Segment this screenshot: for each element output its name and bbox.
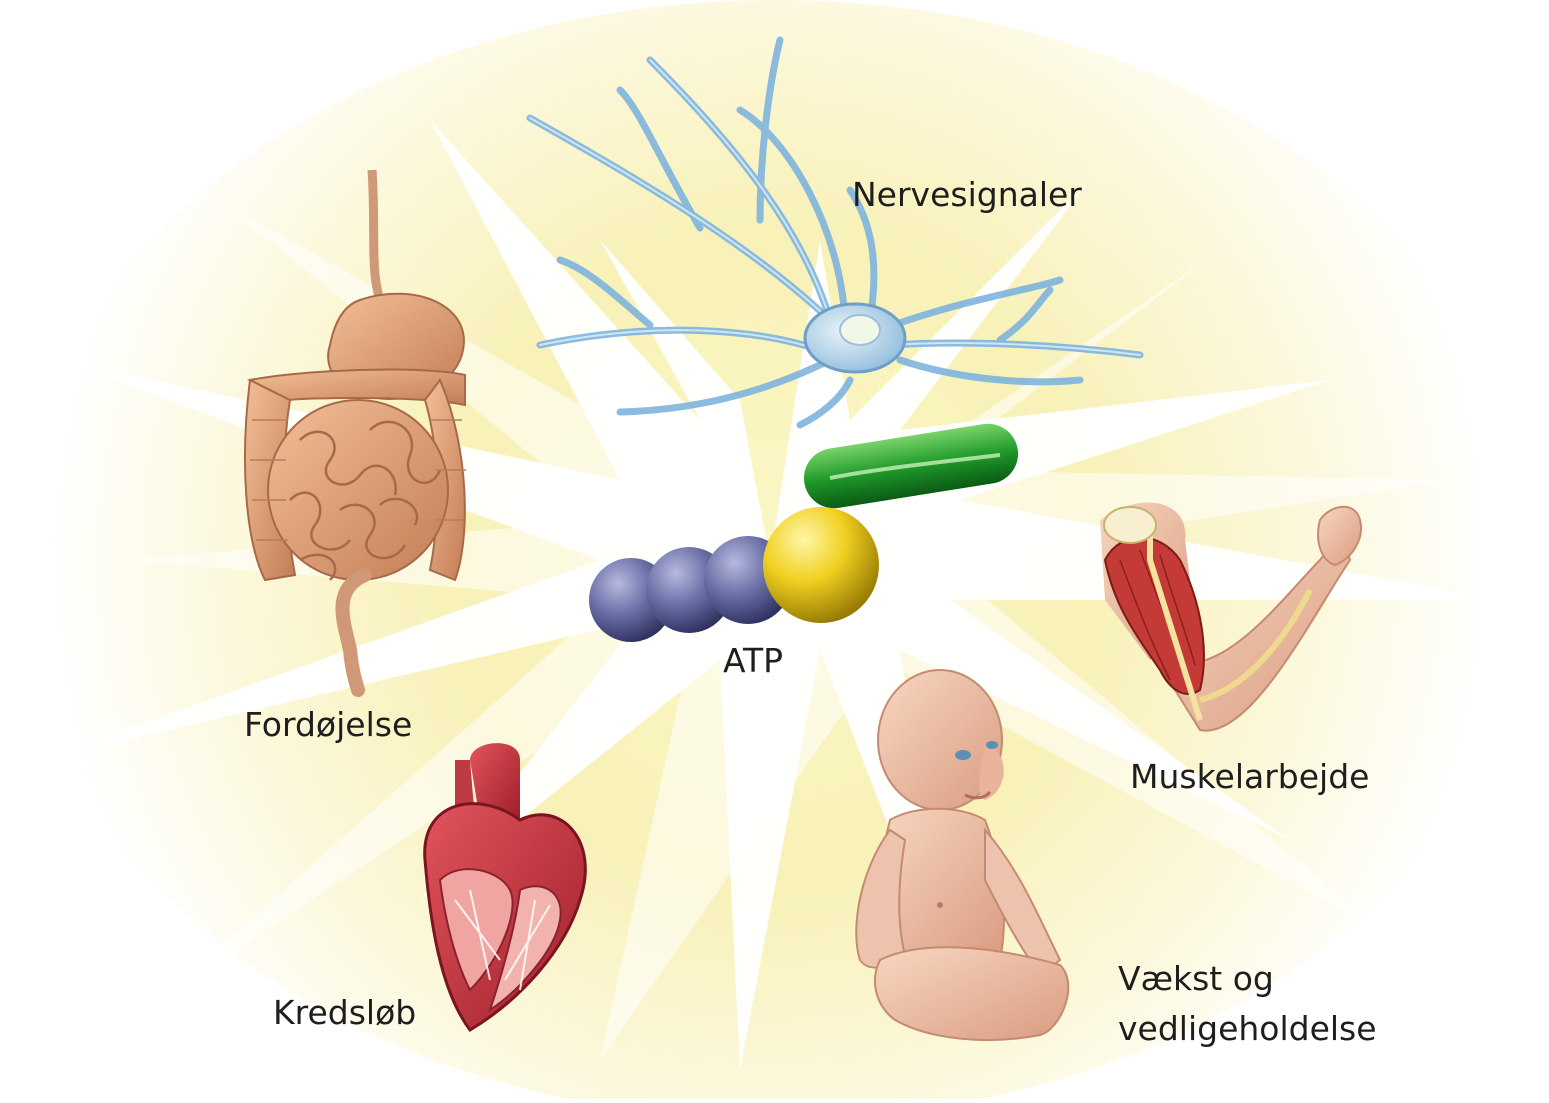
label-growth-line-1: Vækst og [1118,959,1274,998]
heart-icon [423,743,587,1032]
label-growth-line-2: vedligeholdelse [1118,1009,1377,1048]
arm-muscle-icon [1100,502,1362,732]
atp-molecule [589,423,1019,642]
label-digestion: Fordøjelse [244,705,413,744]
starburst-haze [120,200,1450,1060]
digestive-system-icon [244,169,466,697]
adenosine-sphere [763,507,879,623]
neuron-icon [526,36,1144,429]
label-nerve-signals: Nervesignaler [852,175,1082,214]
baby-icon [855,669,1070,1041]
label-growth-maintenance: Vækst og vedligeholdelse [1118,954,1377,1054]
label-circulation: Kredsløb [273,993,417,1032]
label-atp: ATP [723,641,784,680]
label-muscle-work: Muskelarbejde [1130,757,1370,796]
